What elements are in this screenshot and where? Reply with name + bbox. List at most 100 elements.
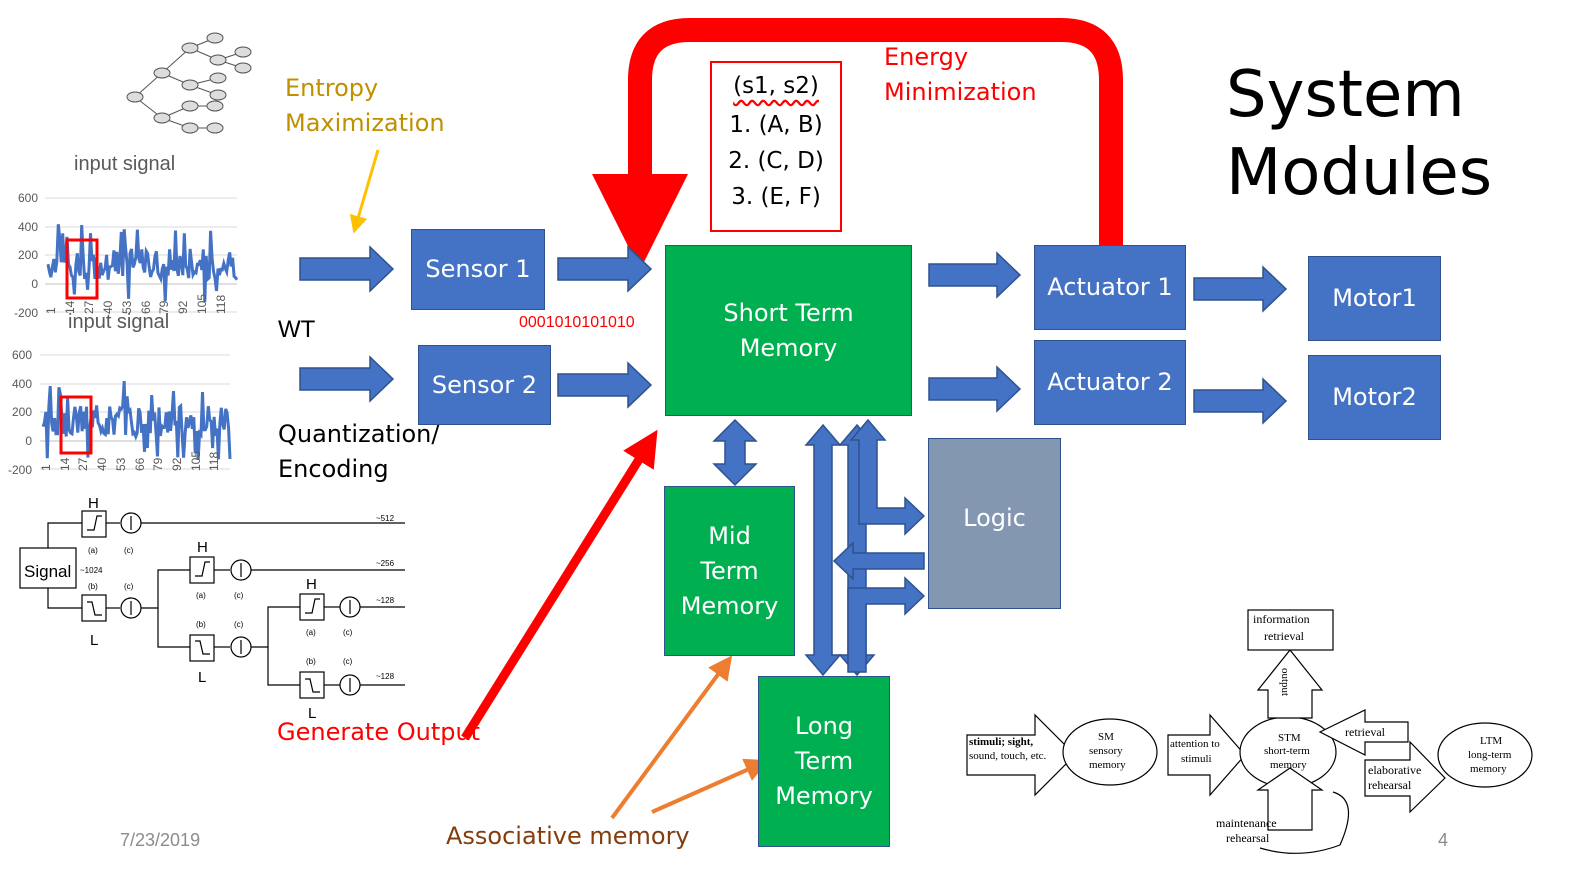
mid-term-memory-block: Mid Term Memory	[664, 486, 795, 656]
xtick-label: 92	[169, 457, 184, 471]
mm-info: information	[1253, 612, 1310, 626]
xtick-label: 79	[151, 457, 166, 471]
input-signal-label-2: input signal	[68, 311, 170, 333]
fb-c3: (c)	[234, 591, 244, 600]
generate-output-arrow	[461, 429, 658, 741]
fb-a1: (a)	[88, 546, 98, 555]
mm-elab2: rehearsal	[1368, 778, 1412, 792]
xtick-label: 53	[113, 457, 128, 471]
ytick-label: -200	[13, 305, 38, 320]
slide-number: 4	[1438, 830, 1449, 850]
arrow-stm-mid-bidirectional	[712, 418, 758, 487]
generate-output-label: Generate Output	[277, 718, 481, 746]
mm-retrieval: retrieval	[1345, 725, 1385, 739]
ltm-label-1: Long	[794, 712, 854, 740]
mm-stm: STM	[1278, 732, 1301, 744]
arrow-stm-to-actuator1	[928, 251, 1022, 299]
xtick-label: 79	[157, 300, 172, 314]
entropy-label-2: Maximization	[285, 109, 445, 137]
fb-1024: ~1024	[80, 566, 103, 575]
fb-256: ~256	[376, 559, 395, 568]
arrow-ltm-to-logic	[847, 576, 926, 673]
pairs-row-2: 2. (C, D)	[728, 148, 824, 174]
slide-date: 7/23/2019	[120, 830, 201, 850]
associative-arrow-mid	[610, 655, 733, 820]
actuator2-block: Actuator 2	[1034, 340, 1186, 425]
sensor1-label: Sensor 1	[425, 255, 531, 283]
arrow-sensor1-to-stm	[557, 245, 653, 293]
binary-code-label: 0001010101010	[519, 314, 635, 331]
pairs-box: (s1, s2) 1. (A, B) 2. (C, D) 3. (E, F)	[710, 61, 842, 232]
fb-h2: H	[197, 539, 208, 556]
pairs-row-1: 1. (A, B)	[729, 112, 823, 138]
pairs-row-3: 3. (E, F)	[731, 184, 821, 210]
entropy-arrow	[349, 149, 380, 234]
fb-b1: (b)	[88, 582, 98, 591]
sensor1-block: Sensor 1	[411, 229, 545, 310]
xtick-label: 118	[214, 294, 229, 314]
fb-l2: L	[198, 669, 207, 686]
xtick-label: 53	[119, 300, 134, 314]
xtick-label: 27	[81, 300, 96, 314]
filterbank-wiring	[19, 510, 405, 699]
arrow-sensor2-to-stm	[557, 361, 653, 409]
motor1-label: Motor1	[1332, 284, 1417, 312]
mm-elab: elaborative	[1368, 763, 1422, 777]
fb-l1: L	[90, 632, 99, 649]
mm-attention2: stimuli	[1181, 753, 1212, 765]
quantization-label-1: Quantization/	[278, 420, 440, 448]
logic-label: Logic	[963, 504, 1026, 532]
arrow-stm-to-logic	[849, 418, 926, 536]
motor2-label: Motor2	[1332, 383, 1417, 411]
mm-ltm2: long-term	[1468, 749, 1512, 761]
mm-maint: maintenance	[1216, 816, 1277, 830]
arrow-into-sensor1	[299, 245, 395, 293]
xtick-label: 66	[132, 457, 147, 471]
fb-signal-label: Signal	[24, 562, 72, 581]
arrow-into-sensor2	[299, 355, 395, 403]
xtick-label: 66	[138, 300, 153, 314]
fb-512: ~512	[376, 514, 395, 523]
mtm-label-3: Memory	[680, 591, 779, 620]
quantization-label-2: Encoding	[278, 455, 389, 483]
input-signal-label-1: input signal	[74, 153, 176, 175]
entropy-label-1: Entropy	[285, 74, 379, 102]
arrow-stm-long-bidirectional-1	[804, 423, 842, 677]
fb-a2: (a)	[196, 591, 206, 600]
energy-label-2: Minimization	[884, 78, 1037, 106]
mtm-label-2: Term	[700, 556, 759, 585]
mm-stimuli: stimuli; sight,	[969, 736, 1034, 748]
arrow-logic-to-stm	[832, 541, 925, 581]
energy-minimization-loop-arrow	[592, 18, 1123, 270]
fb-a3: (a)	[306, 628, 316, 637]
xtick-label: 40	[100, 300, 115, 314]
short-term-memory-block: Short Term Memory	[665, 245, 912, 416]
mtm-label-1: Mid	[708, 521, 751, 550]
xtick-label: 14	[57, 457, 72, 471]
fb-b2: (b)	[196, 620, 206, 629]
ytick-label: 400	[11, 376, 32, 391]
mm-ltm: LTM	[1480, 735, 1503, 747]
xtick-label: 118	[207, 451, 222, 471]
stm-label-1: Short Term	[723, 298, 854, 327]
ytick-label: 600	[11, 348, 32, 362]
fb-c2: (c)	[124, 582, 134, 591]
mm-sm: SM	[1098, 731, 1114, 743]
mm-maint2: rehearsal	[1226, 831, 1270, 845]
fb-h3: H	[306, 576, 317, 593]
mm-attention: attention to	[1170, 738, 1220, 750]
sensor2-label: Sensor 2	[431, 370, 538, 399]
slide-title-line2: Modules	[1226, 136, 1493, 210]
stm-label-2: Memory	[739, 333, 838, 362]
long-term-memory-block: Long Term Memory	[758, 676, 890, 847]
associative-memory-label: Associative memory	[446, 822, 690, 850]
logic-block: Logic	[928, 438, 1061, 609]
sensor2-block: Sensor 2	[418, 345, 551, 425]
ltm-label-2: Term	[794, 747, 854, 775]
arrow-actuator1-to-motor1	[1193, 265, 1288, 313]
ytick-label: 0	[31, 277, 38, 291]
memory-model-sketch	[966, 609, 1533, 854]
associative-arrow-long	[651, 758, 769, 814]
